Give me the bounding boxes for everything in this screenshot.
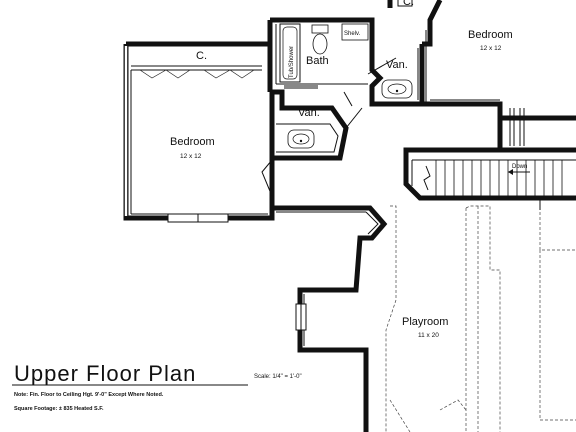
tub-label: Tub/Shower [289, 46, 295, 78]
closet-left [131, 65, 262, 79]
bedroom-left-walls [123, 41, 275, 223]
playroom-label: Playroom [402, 316, 448, 328]
playroom-size: 11 x 20 [418, 332, 439, 339]
plan-note-square-footage: Square Footage: ± 835 Heated S.F. [14, 406, 104, 412]
stair-area [403, 104, 576, 210]
bath-label: Bath [306, 55, 329, 67]
stairs-down-label: Down [512, 164, 527, 170]
playroom-walls [272, 205, 576, 432]
bedroom-left-label: Bedroom [170, 136, 215, 148]
bedroom-right-label: Bedroom [468, 29, 513, 41]
bedroom-left-size: 12 x 12 [180, 153, 202, 160]
vanity-right [367, 44, 425, 107]
shelves-label: Shelv. [344, 31, 361, 37]
stair-treads [435, 160, 563, 196]
closet-top-label: C. [403, 0, 414, 8]
plan-scale: Scale: 1/4" = 1'-0" [254, 374, 302, 380]
vanity-left-label: Van. [298, 107, 320, 119]
vanity-left [261, 89, 363, 197]
plan-title: Upper Floor Plan [14, 361, 196, 386]
plan-note-ceiling: Note: Fin. Floor to Ceiling Hgt. 9'-0" E… [14, 392, 164, 398]
vanity-right-label: Van. [386, 59, 408, 71]
bedroom-right-size: 12 x 12 [480, 45, 502, 52]
closet-left-label: C. [196, 50, 207, 62]
bath-walls [267, 17, 375, 92]
